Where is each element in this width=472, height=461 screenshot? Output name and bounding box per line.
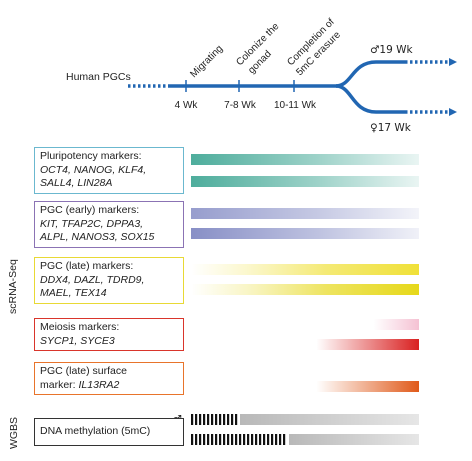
methylation-stripe	[267, 434, 270, 445]
marker-box-methylation: DNA methylation (5mC)	[34, 418, 184, 446]
methylation-stripe	[215, 414, 218, 425]
timeline: Human PGCs Migrating Colonize the gonad …	[66, 17, 457, 134]
marker-title: DNA methylation (5mC)	[40, 425, 151, 437]
marker-title-line2-text: marker:	[40, 378, 79, 391]
expression-bar-4-female	[191, 381, 419, 392]
branch-label-male: ♂19 Wk	[370, 44, 413, 56]
methylation-bar-female	[191, 434, 419, 445]
marker-box-pgc-early: PGC (early) markers: KIT, TFAP2C, DPPA3,…	[34, 201, 184, 248]
methylation-stripe	[203, 414, 206, 425]
marker-box-pluripotency: Pluripotency markers: OCT4, NANOG, KLF4,…	[34, 147, 184, 194]
expression-bar-1-male	[191, 208, 419, 219]
methylation-stripe	[219, 414, 222, 425]
methylation-stripe	[227, 414, 230, 425]
methylation-stripe	[191, 434, 194, 445]
branch-label-female: ♀17 Wk	[370, 122, 412, 134]
side-label-scrna: scRNA-Seq	[7, 259, 19, 314]
methylation-stripe	[255, 434, 258, 445]
expression-bar-3-female	[191, 339, 419, 350]
marker-title: Meiosis markers:	[40, 321, 120, 333]
marker-title: Pluripotency markers:	[40, 150, 142, 162]
marker-genes-line2: MAEL, TEX14	[40, 287, 107, 299]
marker-genes-line1: OCT4, NANOG, KLF4,	[40, 163, 147, 176]
expression-bar-0-male	[191, 154, 419, 165]
expression-bars	[191, 154, 419, 445]
expression-bar-2-male	[191, 264, 419, 275]
methylation-stripe	[211, 414, 214, 425]
methylation-stripe	[275, 434, 278, 445]
methylation-stripe	[283, 434, 286, 445]
expression-bar-0-female	[191, 176, 419, 187]
methylation-stripe	[243, 434, 246, 445]
stage-label-migrating: Migrating	[188, 43, 225, 80]
methylation-stripe	[231, 434, 234, 445]
week-label-7-8: 7-8 Wk	[224, 100, 257, 111]
methylation-stripe	[199, 434, 202, 445]
arrowhead-male-icon	[449, 58, 457, 66]
methylation-stripe	[211, 434, 214, 445]
marker-title: PGC (late) markers:	[40, 260, 134, 272]
expression-bar-3-male	[191, 319, 419, 330]
methylation-fill	[240, 414, 419, 425]
methylation-stripe	[263, 434, 266, 445]
timeline-start-label: Human PGCs	[66, 71, 131, 83]
expression-bar-1-female	[191, 228, 419, 239]
marker-title: PGC (early) markers:	[40, 204, 140, 216]
expression-bar-2-female	[191, 284, 419, 295]
methylation-stripe	[231, 414, 234, 425]
methylation-stripe	[239, 434, 242, 445]
week-label-10-11: 10-11 Wk	[274, 100, 317, 111]
methylation-stripe	[191, 414, 194, 425]
methylation-stripe	[259, 434, 262, 445]
marker-genes-line1: DDX4, DAZL, TDRD9,	[40, 273, 145, 286]
methylation-fill	[289, 434, 419, 445]
marker-title-line2: marker: IL13RA2	[40, 379, 178, 393]
methylation-stripe	[251, 434, 254, 445]
timeline-branch-male	[335, 60, 405, 88]
methylation-stripe	[227, 434, 230, 445]
methylation-stripe	[223, 414, 226, 425]
marker-genes-line2: ALPL, NANOS3, SOX15	[40, 231, 155, 243]
methylation-stripe	[199, 414, 202, 425]
marker-gene-inline: IL13RA2	[78, 378, 120, 391]
methylation-stripe	[203, 434, 206, 445]
methylation-stripe	[195, 434, 198, 445]
methylation-stripe	[235, 434, 238, 445]
methylation-stripe	[195, 414, 198, 425]
marker-box-meiosis: Meiosis markers: SYCP1, SYCE3	[34, 318, 184, 351]
methylation-stripe	[223, 434, 226, 445]
methylation-stripe	[207, 434, 210, 445]
methylation-stripe	[279, 434, 282, 445]
marker-box-surface: PGC (late) surface marker: IL13RA2	[34, 362, 184, 395]
methylation-bar-male	[191, 414, 419, 425]
methylation-stripe	[247, 434, 250, 445]
methylation-stripe	[207, 414, 210, 425]
marker-box-pgc-late: PGC (late) markers: DDX4, DAZL, TDRD9, M…	[34, 257, 184, 304]
marker-genes-line1: KIT, TFAP2C, DPPA3,	[40, 217, 144, 230]
marker-title: PGC (late) surface	[40, 365, 127, 377]
methylation-stripe	[271, 434, 274, 445]
marker-genes-line1: SYCP1, SYCE3	[40, 334, 115, 347]
methylation-stripe	[219, 434, 222, 445]
methylation-stripe	[235, 414, 238, 425]
timeline-branch-female	[335, 84, 405, 114]
marker-genes-line2: SALL4, LIN28A	[40, 177, 113, 189]
week-label-4: 4 Wk	[175, 100, 199, 111]
arrowhead-female-icon	[449, 108, 457, 116]
methylation-stripe	[215, 434, 218, 445]
side-label-wgbs: WGBS	[8, 416, 20, 450]
